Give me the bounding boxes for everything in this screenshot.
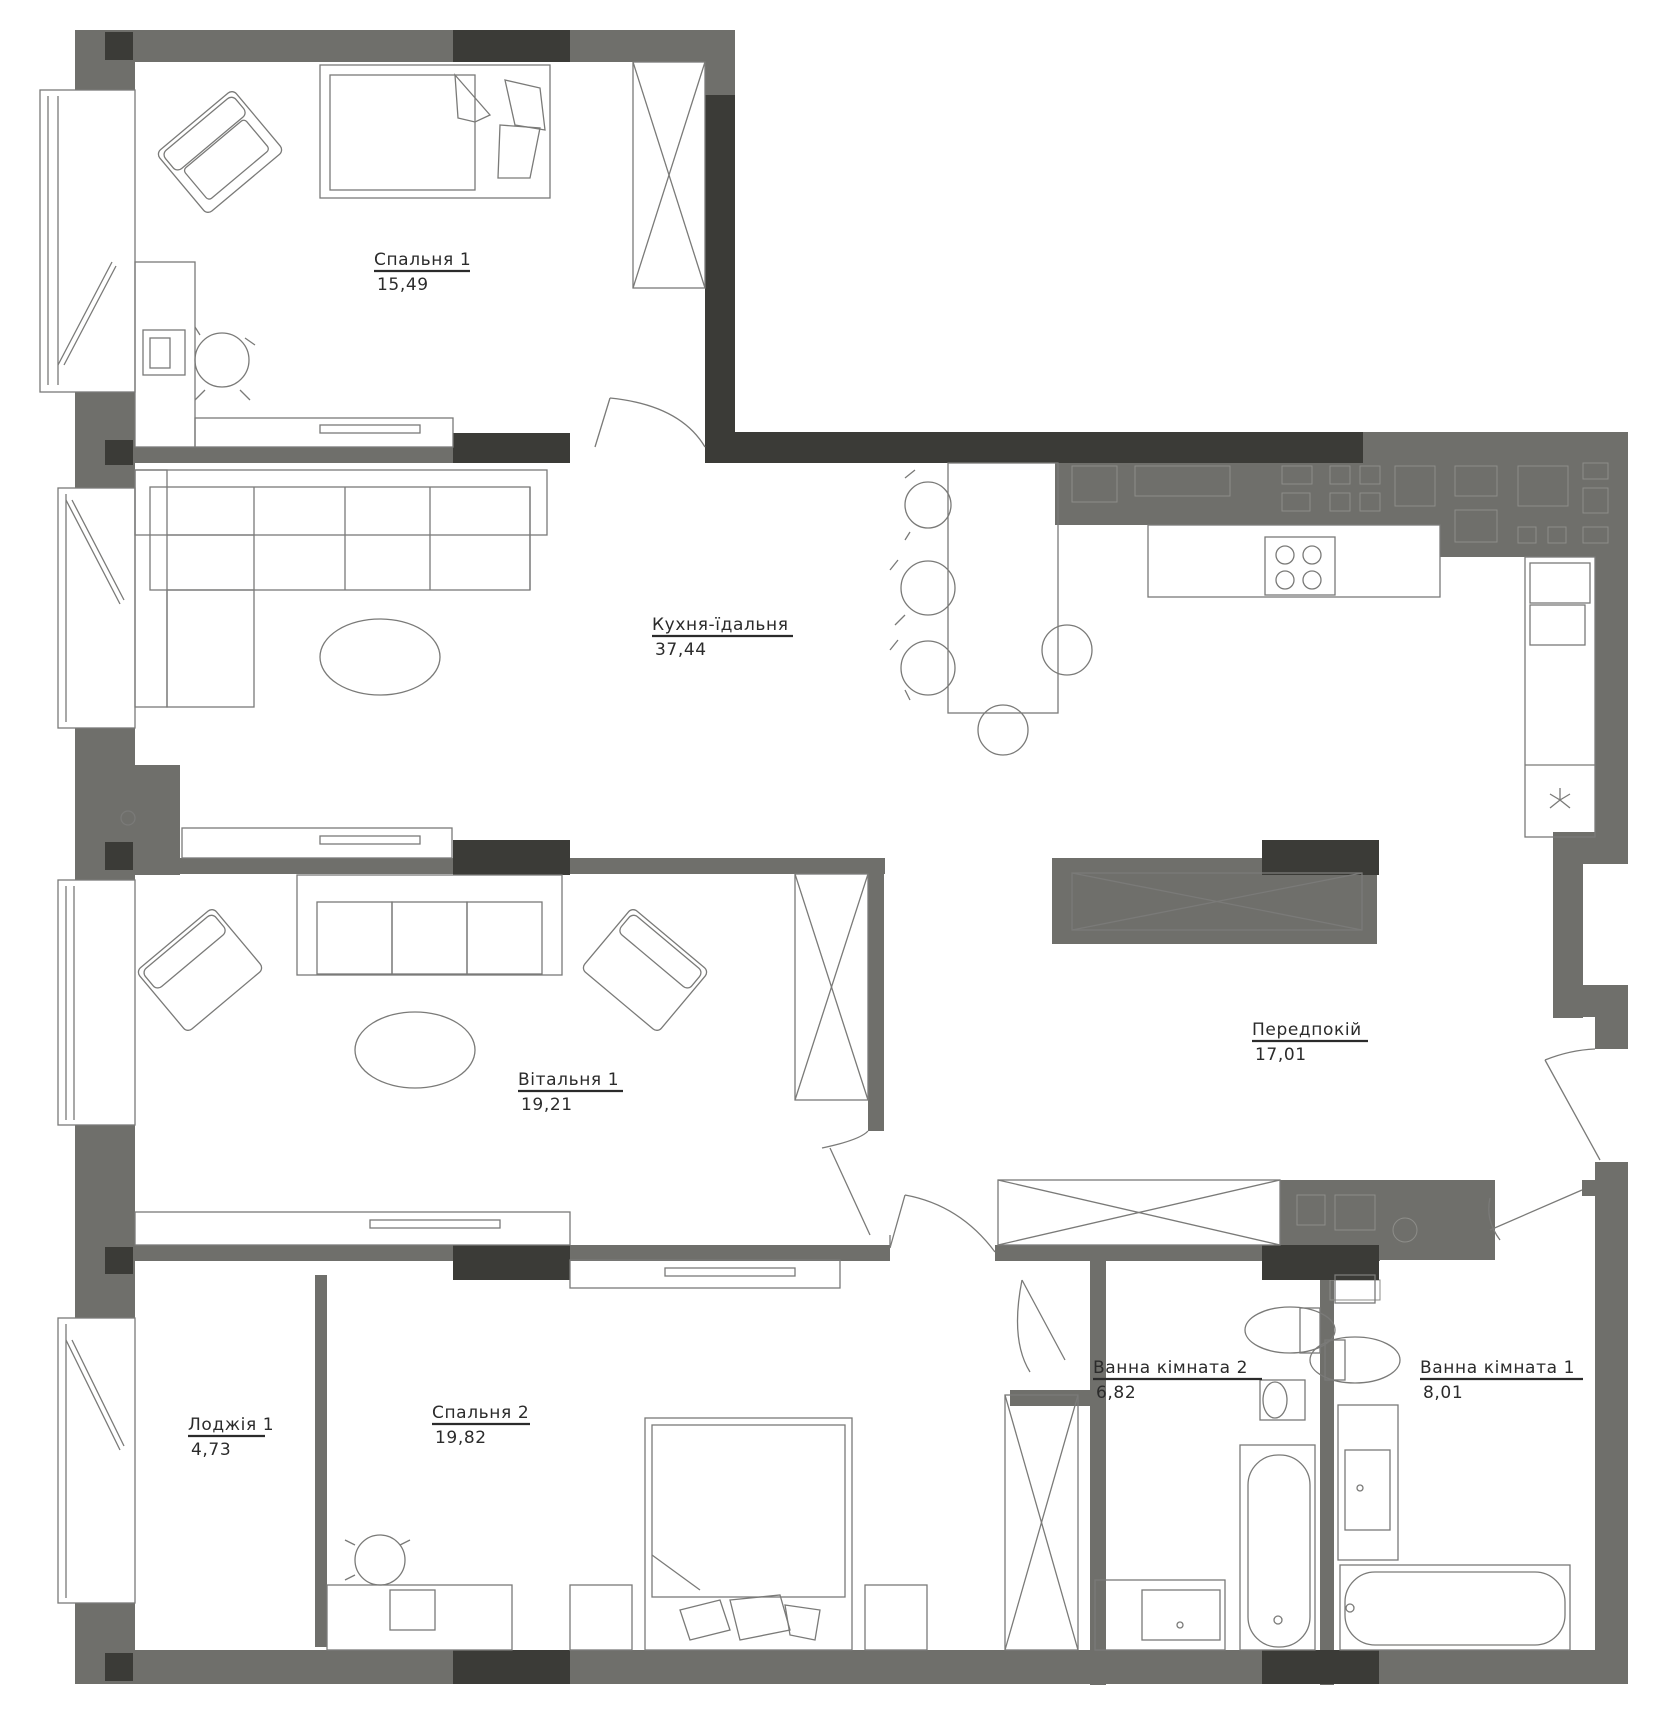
room-area-bath1: 8,01 — [1423, 1383, 1463, 1403]
label-living1: Вітальня 1 19,21 — [518, 1070, 623, 1115]
room-name-loggia1: Лоджія 1 — [188, 1415, 274, 1435]
room-area-hallway: 17,01 — [1255, 1045, 1307, 1065]
room-area-bedroom2: 19,82 — [435, 1428, 487, 1448]
room-labels: Спальня 1 15,49 Кухня-їдальня 37,44 Віта… — [188, 250, 1583, 1460]
living-room-furniture — [134, 873, 869, 1246]
label-bath2: Ванна кімната 2 6,82 — [1093, 1358, 1262, 1403]
room-name-bath1: Ванна кімната 1 — [1420, 1358, 1575, 1378]
label-bath1: Ванна кімната 1 8,01 — [1420, 1358, 1583, 1403]
hallway-furniture — [569, 1179, 1281, 1289]
room-name-bedroom2: Спальня 2 — [432, 1403, 529, 1423]
bathroom-fixtures — [1094, 1274, 1571, 1651]
kitchen-furniture — [120, 462, 1596, 931]
room-area-bedroom1: 15,49 — [377, 275, 429, 295]
room-name-hallway: Передпокій — [1252, 1020, 1362, 1040]
bathroom-utility-block — [1280, 1180, 1445, 1301]
room-name-bedroom1: Спальня 1 — [374, 250, 471, 270]
room-name-kitchen: Кухня-їдальня — [652, 615, 789, 635]
wall-dark-segments — [105, 30, 1379, 1684]
windows — [39, 89, 136, 1604]
label-bedroom2: Спальня 2 19,82 — [432, 1403, 530, 1448]
room-area-kitchen: 37,44 — [655, 640, 707, 660]
bedroom2-furniture — [326, 1394, 1079, 1651]
label-bedroom1: Спальня 1 15,49 — [374, 250, 471, 295]
label-loggia1: Лоджія 1 4,73 — [188, 1415, 274, 1460]
room-name-living1: Вітальня 1 — [518, 1070, 619, 1090]
room-area-loggia1: 4,73 — [191, 1440, 231, 1460]
room-area-living1: 19,21 — [521, 1095, 573, 1115]
bedroom1-furniture — [134, 61, 706, 448]
doors — [594, 397, 1601, 1373]
room-name-bath2: Ванна кімната 2 — [1093, 1358, 1248, 1378]
label-hallway: Передпокій 17,01 — [1252, 1020, 1368, 1065]
label-kitchen: Кухня-їдальня 37,44 — [652, 615, 793, 660]
kitchen-upper-cabinets — [1055, 462, 1628, 557]
room-area-bath2: 6,82 — [1096, 1383, 1136, 1403]
